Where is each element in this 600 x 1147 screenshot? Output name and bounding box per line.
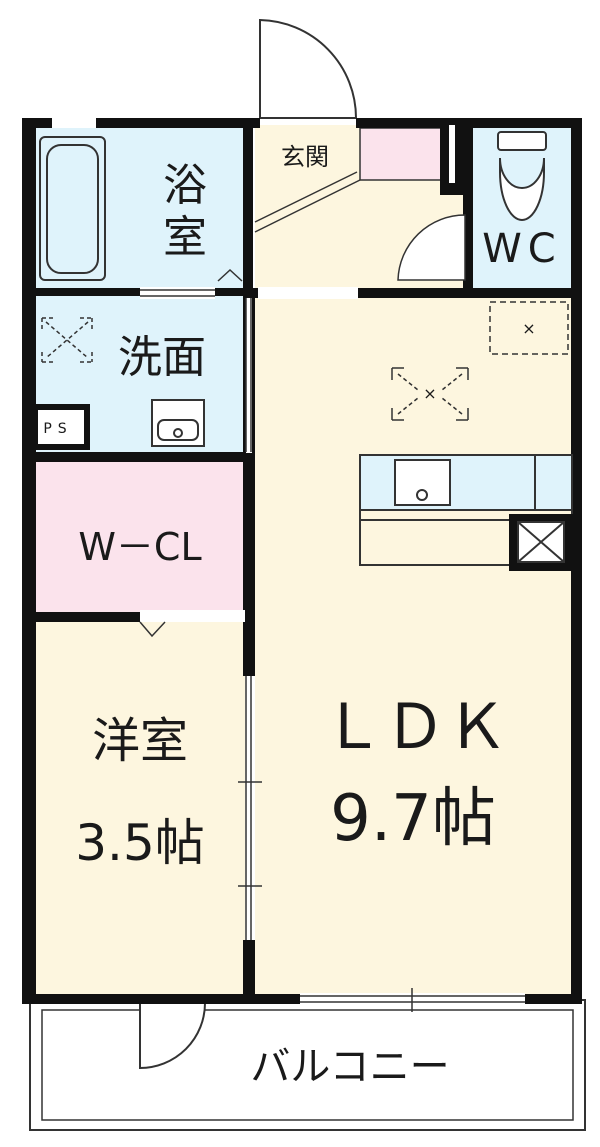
wc-label: WC	[482, 226, 561, 272]
ps-box: PS	[32, 404, 90, 450]
bath-door-marker	[217, 268, 243, 282]
wc-door-swing	[397, 214, 466, 281]
wcl-area	[35, 460, 245, 615]
svg-text:×: ×	[423, 384, 436, 403]
entrance-step-edge	[254, 179, 361, 233]
vent-icon-ldk-2: ×	[489, 301, 569, 355]
walls	[22, 118, 582, 1004]
front-door-swing	[259, 18, 358, 119]
ldk-name: ＬＤＫ	[322, 690, 508, 763]
wcl-label: W－CL	[78, 525, 201, 569]
balcony-label: バルコニー	[250, 1044, 449, 1090]
bathtub-icon	[39, 136, 106, 281]
western-room-size: 3.5帖	[75, 814, 205, 872]
ldk-area	[255, 295, 575, 995]
kitchen-counter	[359, 454, 573, 571]
washroom-label: 洗面	[118, 332, 206, 383]
bath-label-1: 浴	[163, 160, 207, 211]
ps-label: PS	[43, 421, 72, 437]
entrance-step	[359, 127, 446, 181]
svg-text:×: ×	[522, 319, 535, 338]
balcony-sliding-window	[300, 988, 525, 1012]
sliding-door-western	[238, 676, 262, 940]
western-room-area	[35, 620, 245, 995]
wcl-door-marker	[139, 621, 166, 638]
bath-area	[35, 125, 245, 290]
wash-basin-icon	[151, 399, 205, 447]
balcony-door-swing	[139, 1002, 207, 1070]
entrance-label: 玄関	[281, 143, 329, 171]
entrance-step-edge-2	[254, 171, 358, 223]
bath-label-2: 室	[163, 212, 207, 263]
vent-icon-ldk-1: ×	[391, 367, 469, 421]
balcony: バルコニー	[29, 999, 586, 1131]
western-room-name: 洋室	[92, 713, 188, 769]
toilet-icon	[497, 131, 547, 222]
ldk-size: 9.7帖	[330, 782, 496, 856]
washroom-door	[140, 289, 252, 452]
